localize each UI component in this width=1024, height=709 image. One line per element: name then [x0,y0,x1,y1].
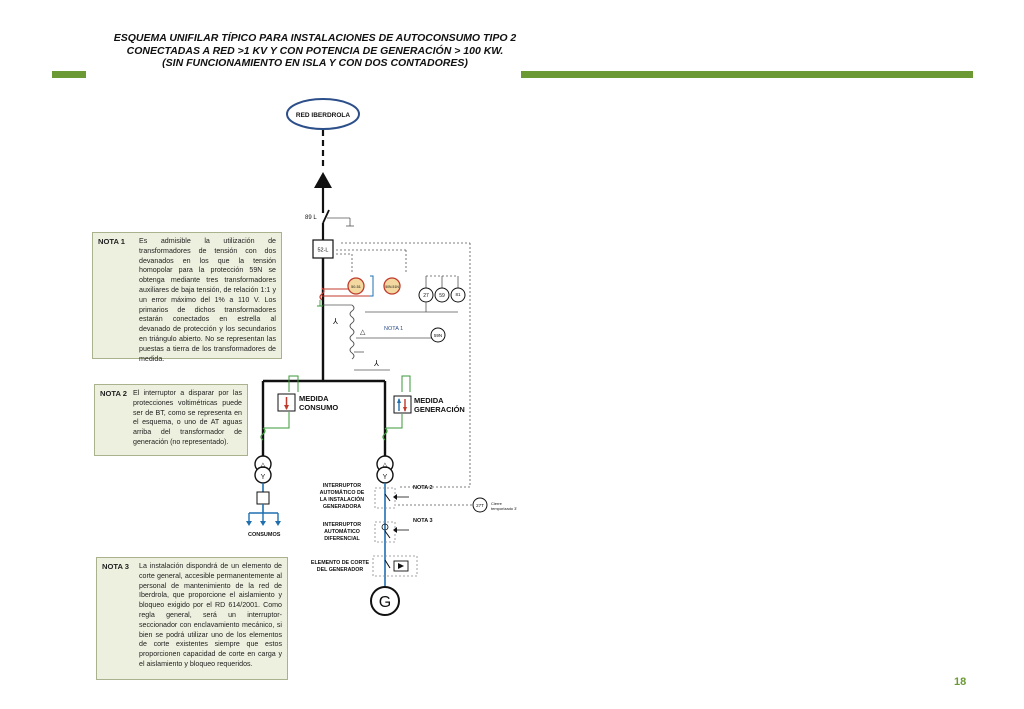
consumo-arrow-3 [275,521,281,526]
medida-consumo-label-1: MEDIDA [299,394,329,403]
relay-59-label: 59 [439,293,445,299]
grid-ellipse [286,98,360,130]
wye-symbol-1: ⅄ [332,317,338,326]
consumo-transformer-delta: △ [260,462,266,469]
generator-label: G [379,594,391,611]
note-3-label: NOTA 3 [102,562,130,571]
note-3: NOTA 3 La instalación dispondrá de un el… [96,557,288,680]
header-bar-left [52,71,86,78]
current-transformer-coil [319,287,325,301]
generacion-transformer-wye: Y [383,474,388,481]
medida-consumo-arrowhead [284,405,289,410]
generacion-ct-coil [382,427,388,441]
nota3-arrowhead [393,527,397,533]
interruptor-automatico-blade [384,493,391,502]
interruptor-diferencial-blade [384,530,391,539]
page-number: 18 [954,676,967,688]
interruptor-dif-label-1: INTERRUPTOR [323,522,361,528]
nota2-arrowhead [393,494,397,500]
interruptor-auto-label-4: GENERADORA [323,504,361,510]
relay-50-51-label: 50-51 [351,285,361,289]
interruptor-auto-label-2: AUTOMÁTICO DE [320,489,365,496]
relay-50n-51n-label: 50N-51N [385,285,399,289]
elemento-corte-blade [384,559,391,569]
voltage-transformer-coils [349,304,355,360]
consumo-breaker [256,491,270,505]
grid-label: RED IBERDROLA [296,112,350,119]
consumos-label: CONSUMOS [248,532,281,538]
title-line-2: CONECTADAS A RED >1 KV Y CON POTENCIA DE… [126,44,504,57]
interruptor-auto-label-3: LA INSTALACIÓN [320,495,364,503]
relay-50n-51n [383,277,401,295]
interruptor-dif-label-3: DIFERENCIAL [324,536,360,542]
elemento-corte-label-2: DEL GENERADOR [317,567,364,573]
header-bar-right [521,71,973,78]
generacion-measure-wire [386,375,411,429]
title-line-3: (SIN FUNCIONAMIENTO EN ISLA Y CON DOS CO… [162,57,468,69]
elemento-corte-box [372,555,418,577]
cierre-label-2: temporizado 3' [491,506,517,511]
generator [370,586,400,616]
nota1-ref: NOTA 1 [384,326,403,332]
medida-consumo-label-2: CONSUMO [299,403,338,412]
relay-27-label: 27 [423,293,429,299]
note-1-text: Es admisible la utilización de transform… [139,237,276,363]
consumo-arrow-1 [246,521,252,526]
note-3-text: La instalación dispondrá de un elemento … [139,562,282,668]
relay-59n-label: 59N [434,333,442,338]
interruptor-dif-label-2: AUTOMÁTICO [324,528,360,535]
relay-59 [434,287,450,303]
elemento-corte-arrow [398,563,404,569]
medida-generacion-meter [393,395,412,414]
interruptor-diferencial-core [381,523,389,531]
note-1-label: NOTA 1 [98,237,126,246]
ct-earth [317,300,323,307]
note-2-text: El interruptor a disparar por las protec… [133,389,242,446]
note-2: NOTA 2 El interruptor a disparar por las… [94,384,248,456]
relay-27t-label: 27T [476,503,484,508]
title-line-1: ESQUEMA UNIFILAR TÍPICO PARA INSTALACION… [113,32,517,44]
generacion-transformer-delta: △ [382,462,388,469]
consumo-measure-wire [264,375,299,429]
breaker-52l-label: 52-L [317,248,328,254]
medida-gen-arrowhead-down [403,407,407,412]
relay-bracket [370,275,374,297]
wye-symbol-2: ⅄ [373,359,379,368]
relay-59n [430,327,446,343]
note-2-label: NOTA 2 [100,389,128,398]
consumo-arrow-2 [260,521,266,526]
cierre-label-1: Cierre [491,501,503,506]
note-1: NOTA 1 Es admisible la utilización de tr… [92,232,282,363]
relay-81 [450,287,466,303]
page-title: ESQUEMA UNIFILAR TÍPICO PARA INSTALACION… [100,32,530,70]
interruptor-diferencial-box [374,521,396,543]
relay-27t [472,497,488,513]
switch-89-label: 89 L [305,215,317,221]
nota3-ref: NOTA 3 [413,518,433,524]
interruptor-auto-label-1: INTERRUPTOR [323,483,361,489]
elemento-corte-label-1: ELEMENTO DE CORTE [311,560,370,566]
consumo-ct-coil [260,427,266,441]
medida-gen-arrowhead-up [397,398,401,403]
relay-50-51 [347,277,365,295]
switch-89-blade [322,209,330,224]
relay-81-label: 81 [455,292,461,297]
medida-generacion-label-1: MEDIDA [414,396,444,405]
medida-generacion-label-2: GENERACIÓN [414,405,465,414]
nota2-ref: NOTA 2 [413,485,433,491]
consumo-transformer-wye: Y [261,474,266,481]
grid-connection-arrow [314,172,332,188]
delta-symbol: △ [360,329,366,336]
